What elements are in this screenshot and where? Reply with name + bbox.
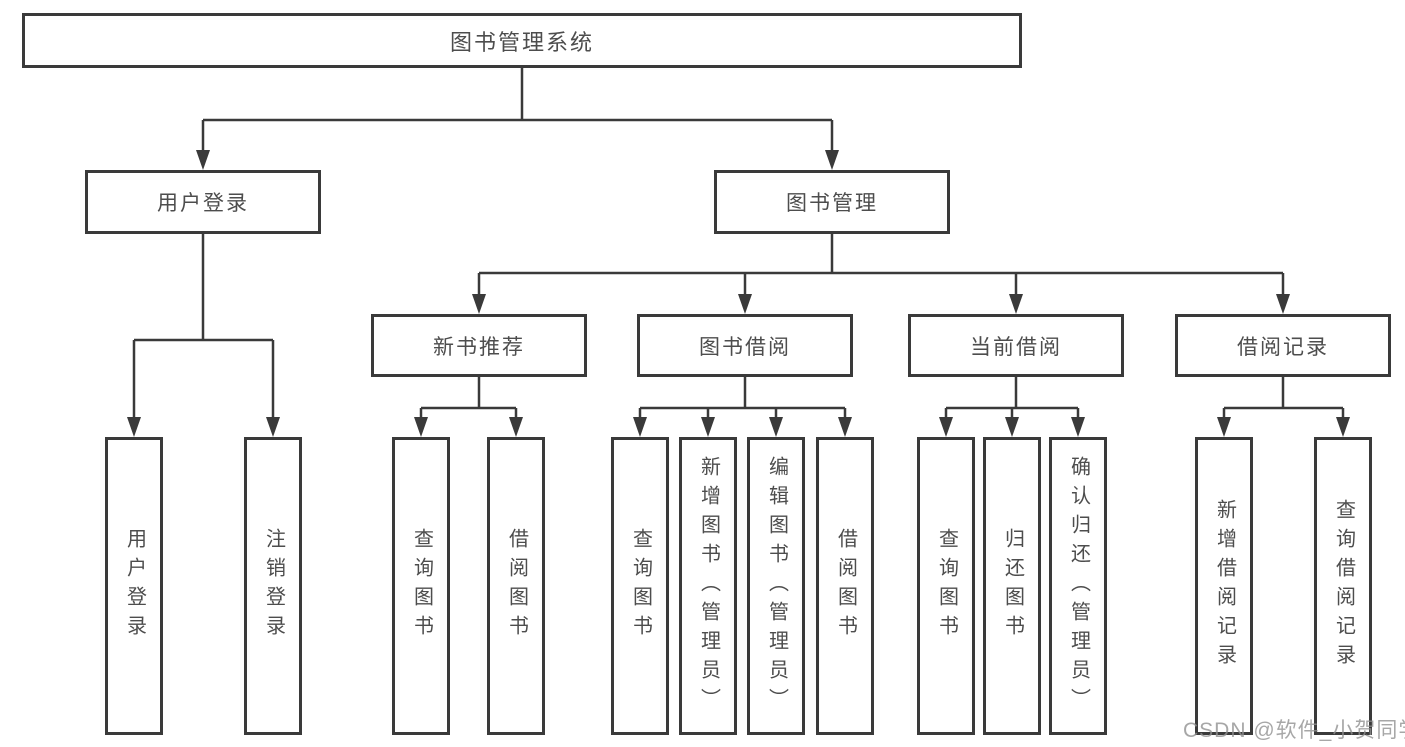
arrowheads (127, 150, 1350, 437)
leaf-borrow-books: 借阅图书 (816, 437, 874, 735)
arrow-down-icon (472, 294, 486, 314)
node-borrowing-records: 借阅记录 (1175, 314, 1391, 377)
node-user-login-module: 用户登录 (85, 170, 321, 234)
leaf-user-login: 用户登录 (105, 437, 163, 735)
node-system-root: 图书管理系统 (22, 13, 1022, 68)
csdn-watermark: CSDN @软件_小贺同学 (1183, 719, 1405, 742)
arrow-down-icon (769, 417, 783, 437)
arrow-down-icon (1071, 417, 1085, 437)
arrow-down-icon (1005, 417, 1019, 437)
leaf-logout: 注销登录 (244, 437, 302, 735)
leaf-return-books: 归还图书 (983, 437, 1041, 735)
node-book-borrowing: 图书借阅 (637, 314, 853, 377)
leaf-edit-books-admin: 编辑图书（管理员） (747, 437, 805, 735)
arrow-down-icon (825, 150, 839, 170)
arrow-down-icon (414, 417, 428, 437)
arrow-down-icon (701, 417, 715, 437)
arrow-down-icon (1276, 294, 1290, 314)
arrow-down-icon (127, 417, 141, 437)
leaf-borrowing-query-books: 查询图书 (611, 437, 669, 735)
arrow-down-icon (196, 150, 210, 170)
arrow-down-icon (266, 417, 280, 437)
node-new-book-recommendation: 新书推荐 (371, 314, 587, 377)
node-current-borrowing: 当前借阅 (908, 314, 1124, 377)
arrow-down-icon (1217, 417, 1231, 437)
leaf-add-books-admin: 新增图书（管理员） (679, 437, 737, 735)
node-book-management-module: 图书管理 (714, 170, 950, 234)
leaf-current-query-books: 查询图书 (917, 437, 975, 735)
leaf-recommend-borrow-books: 借阅图书 (487, 437, 545, 735)
leaf-query-borrow-record: 查询借阅记录 (1314, 437, 1372, 735)
arrow-down-icon (939, 417, 953, 437)
leaf-confirm-return-admin: 确认归还（管理员） (1049, 437, 1107, 735)
leaf-add-borrow-record: 新增借阅记录 (1195, 437, 1253, 735)
arrow-down-icon (509, 417, 523, 437)
arrow-down-icon (738, 294, 752, 314)
leaf-recommend-query-books: 查询图书 (392, 437, 450, 735)
arrow-down-icon (633, 417, 647, 437)
arrow-down-icon (1336, 417, 1350, 437)
arrow-down-icon (1009, 294, 1023, 314)
arrow-down-icon (838, 417, 852, 437)
